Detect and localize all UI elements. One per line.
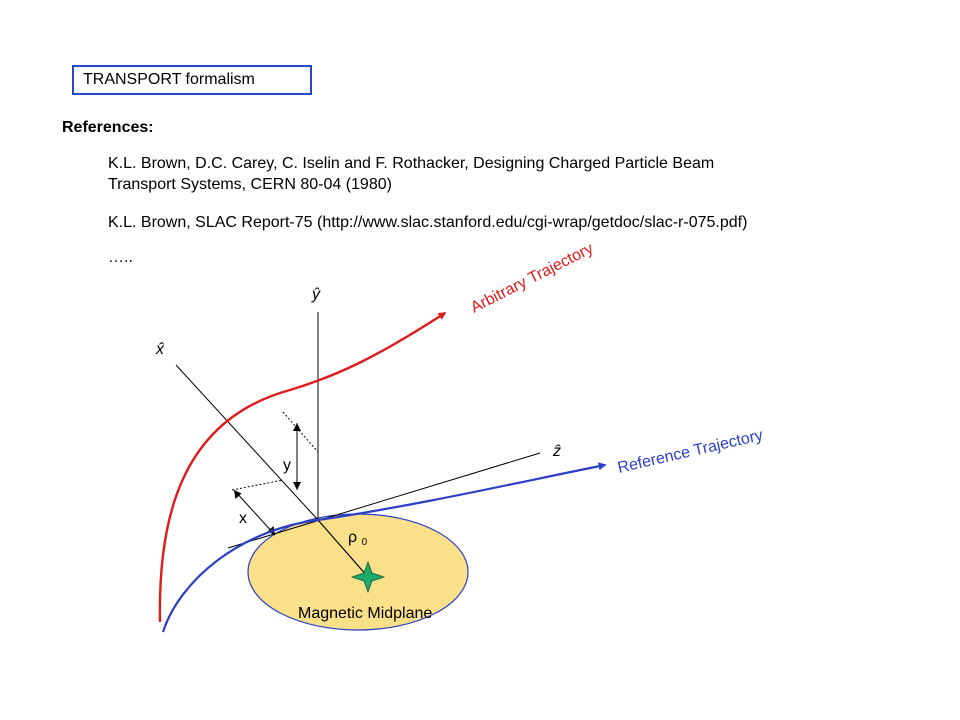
rho-label: ρ 0 xyxy=(348,529,368,548)
rho-radius-line xyxy=(317,519,369,578)
z-axis-line xyxy=(227,452,541,549)
x-dimension-arrow-top xyxy=(234,490,242,499)
y-dimension-arrow-bottom xyxy=(293,482,301,490)
reference-item-1-line1: K.L. Brown, D.C. Carey, C. Iselin and F.… xyxy=(108,155,715,172)
reference-item-1-line2: Transport Systems, CERN 80-04 (1980) xyxy=(108,176,392,193)
reference-trajectory xyxy=(161,462,607,633)
reference-item-2-line1: K.L. Brown, SLAC Report-75 (http://www.s… xyxy=(108,214,748,231)
x-offset-projection xyxy=(231,479,284,491)
rho-symbol: ρ xyxy=(348,529,357,546)
x-dimension-line xyxy=(233,489,276,536)
y-offset-projection xyxy=(282,411,319,453)
reference-trajectory-label: Reference Trajectory xyxy=(616,427,765,477)
axis-y-label: ŷ xyxy=(311,286,321,303)
reference-item-1: K.L. Brown, D.C. Carey, C. Iselin and F.… xyxy=(108,153,714,195)
axis-z-label: ẑ xyxy=(552,443,561,460)
references-ellipsis: ….. xyxy=(108,249,133,266)
axis-x-label: x̂ xyxy=(155,341,165,358)
y-dimension-arrow-top xyxy=(293,423,301,431)
x-offset-label: x xyxy=(239,510,247,527)
arbitrary-trajectory xyxy=(158,311,447,623)
x-axis-line xyxy=(175,364,319,521)
rho-subscript: 0 xyxy=(362,537,368,548)
y-offset-label: y xyxy=(283,457,291,474)
center-marker-icon xyxy=(350,560,386,594)
title-box: TRANSPORT formalism xyxy=(72,65,312,95)
references-heading: References: xyxy=(62,119,154,136)
midplane-label: Magnetic Midplane xyxy=(298,605,432,622)
arbitrary-trajectory-label: Arbitrary Trajectory xyxy=(468,240,596,316)
reference-item-2: K.L. Brown, SLAC Report-75 (http://www.s… xyxy=(108,212,747,233)
